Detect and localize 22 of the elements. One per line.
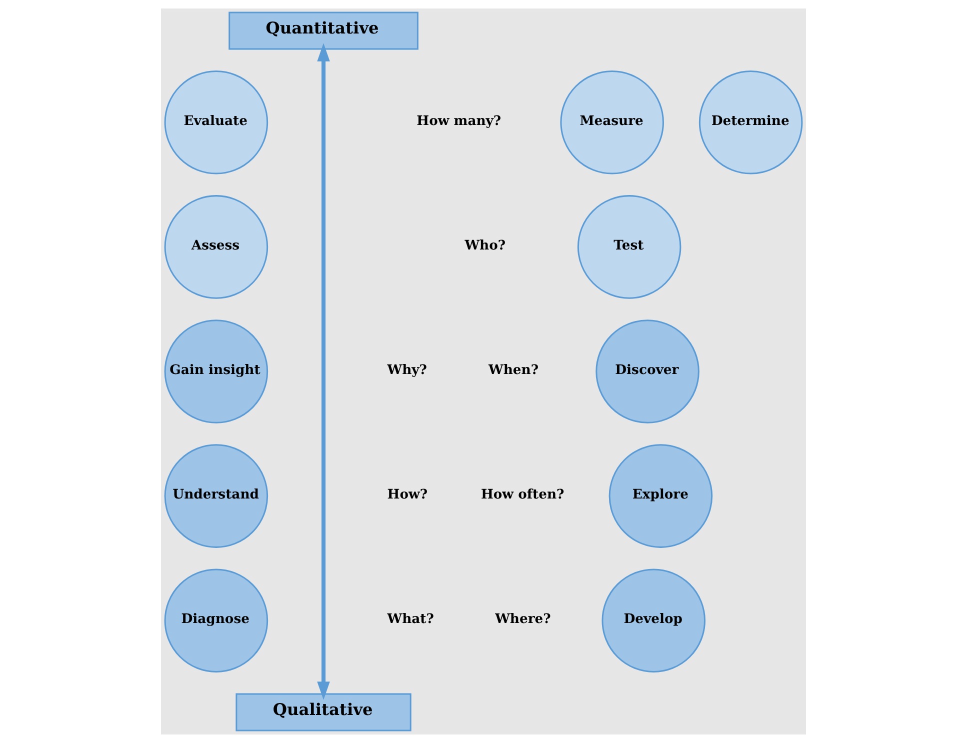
- node-circle: Test: [577, 195, 682, 299]
- node-circle: Gain insight: [164, 320, 268, 424]
- node-box: Qualitative: [236, 693, 412, 732]
- label: How?: [387, 487, 428, 502]
- label: Who?: [464, 238, 506, 254]
- node-circle: Measure: [560, 70, 664, 174]
- label: What?: [387, 612, 434, 628]
- node-circle: Evaluate: [164, 70, 268, 174]
- node-circle: Diagnose: [164, 568, 268, 672]
- label: When?: [488, 362, 539, 378]
- label: Why?: [387, 362, 428, 378]
- label: Where?: [495, 612, 551, 628]
- label: How many?: [416, 114, 502, 129]
- node-circle: Discover: [596, 320, 700, 424]
- node-circle: Understand: [164, 444, 268, 548]
- arrow: [317, 43, 330, 700]
- node-circle: Determine: [698, 70, 803, 174]
- node-circle: Develop: [602, 568, 706, 672]
- node-circle: Explore: [608, 444, 713, 548]
- label: How often?: [480, 487, 564, 502]
- node-circle: Assess: [164, 195, 268, 299]
- node-box: Quantitative: [228, 12, 418, 50]
